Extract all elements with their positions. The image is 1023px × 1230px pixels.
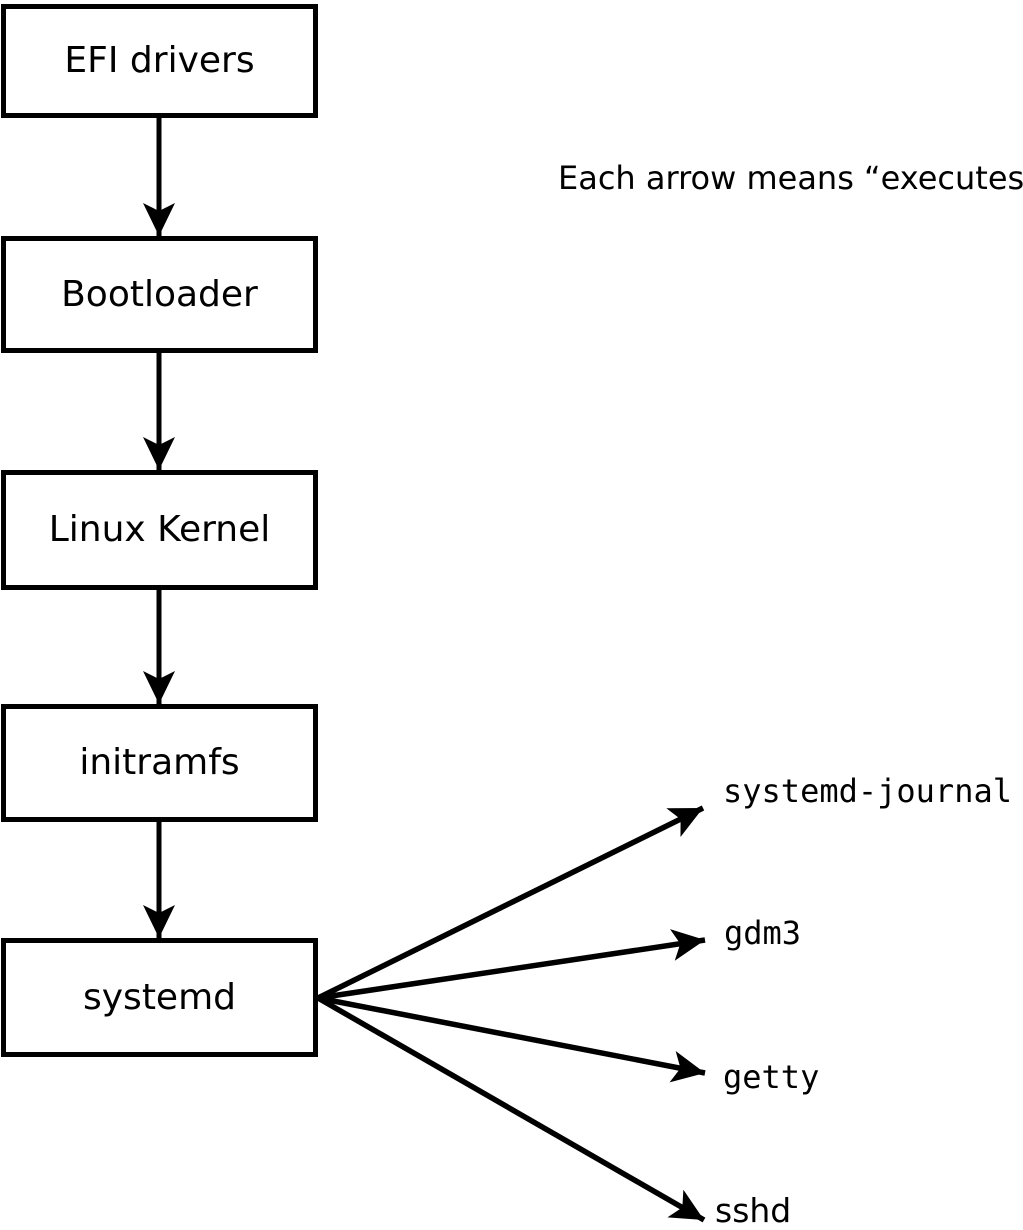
edge-systemd-to-sshd: [316, 995, 706, 1223]
edge-systemd-to-gdm3: [317, 929, 706, 1001]
box-efi-drivers-label: EFI drivers: [64, 40, 255, 81]
annotation-arrow-meaning: Each arrow means “executes”.: [558, 159, 1023, 197]
label-gdm3: gdm3: [724, 914, 802, 952]
label-getty: getty: [723, 1058, 820, 1096]
edge-systemd-to-journal: [316, 805, 705, 1001]
box-initramfs: initramfs: [1, 704, 318, 822]
box-linux-kernel: Linux Kernel: [1, 470, 318, 590]
label-systemd-journal: systemd-journal: [723, 772, 1012, 810]
box-systemd: systemd: [1, 938, 318, 1057]
label-sshd: sshd: [715, 1191, 792, 1230]
box-efi-drivers: EFI drivers: [1, 4, 318, 118]
box-bootloader-label: Bootloader: [61, 273, 258, 315]
box-linux-kernel-label: Linux Kernel: [48, 509, 271, 550]
box-systemd-label: systemd: [83, 976, 236, 1018]
edge-systemd-to-getty: [317, 995, 706, 1083]
box-bootloader: Bootloader: [1, 236, 318, 353]
box-initramfs-label: initramfs: [79, 742, 240, 783]
